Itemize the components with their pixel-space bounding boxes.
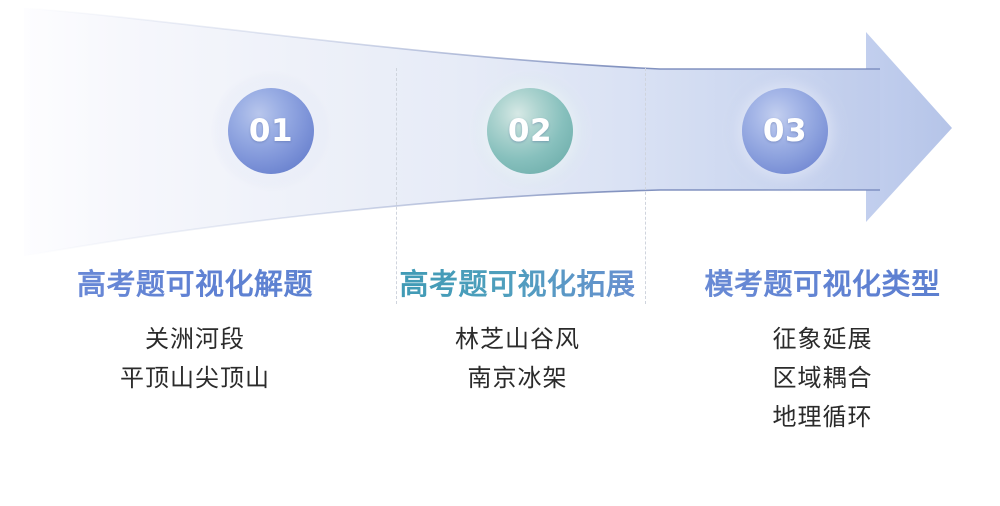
arrow-head-shape [866, 32, 952, 222]
step-columns: 高考题可视化解题 关洲河段 平顶山尖顶山 高考题可视化拓展 林芝山谷风 南京冰架… [0, 266, 1000, 506]
step-bubble-02[interactable]: 02 [487, 88, 573, 174]
arrow-shaft [24, 8, 880, 256]
list-item: 南京冰架 [467, 364, 568, 393]
step-heading-3: 模考题可视化类型 [645, 266, 1000, 302]
list-item: 区域耦合 [772, 364, 873, 393]
step-number-02: 02 [507, 113, 553, 149]
list-item: 征象延展 [772, 325, 873, 354]
step-item-list-3: 征象延展 区域耦合 地理循环 [645, 320, 1000, 437]
list-item: 林芝山谷风 [455, 325, 580, 354]
step-number-03: 03 [762, 113, 808, 149]
step-column-2: 高考题可视化拓展 林芝山谷风 南京冰架 [390, 266, 645, 506]
list-item: 关洲河段 [145, 325, 245, 354]
step-bubble-03[interactable]: 03 [742, 88, 828, 174]
step-column-1: 高考题可视化解题 关洲河段 平顶山尖顶山 [0, 266, 390, 506]
arrow-top-edge [23, 7, 880, 70]
column-divider-1 [396, 68, 397, 304]
step-item-list-1: 关洲河段 平顶山尖顶山 [0, 320, 390, 398]
list-item: 平顶山尖顶山 [120, 364, 270, 393]
column-divider-2 [645, 68, 646, 304]
step-heading-1: 高考题可视化解题 [0, 266, 390, 302]
step-heading-2: 高考题可视化拓展 [390, 266, 645, 302]
step-column-3: 模考题可视化类型 征象延展 区域耦合 地理循环 [645, 266, 1000, 506]
step-item-list-2: 林芝山谷风 南京冰架 [390, 320, 645, 398]
step-bubble-01[interactable]: 01 [228, 88, 314, 174]
step-number-01: 01 [248, 113, 294, 149]
arrow-band [23, 7, 952, 257]
list-item: 地理循环 [772, 403, 873, 431]
arrow-bottom-edge [23, 189, 880, 257]
